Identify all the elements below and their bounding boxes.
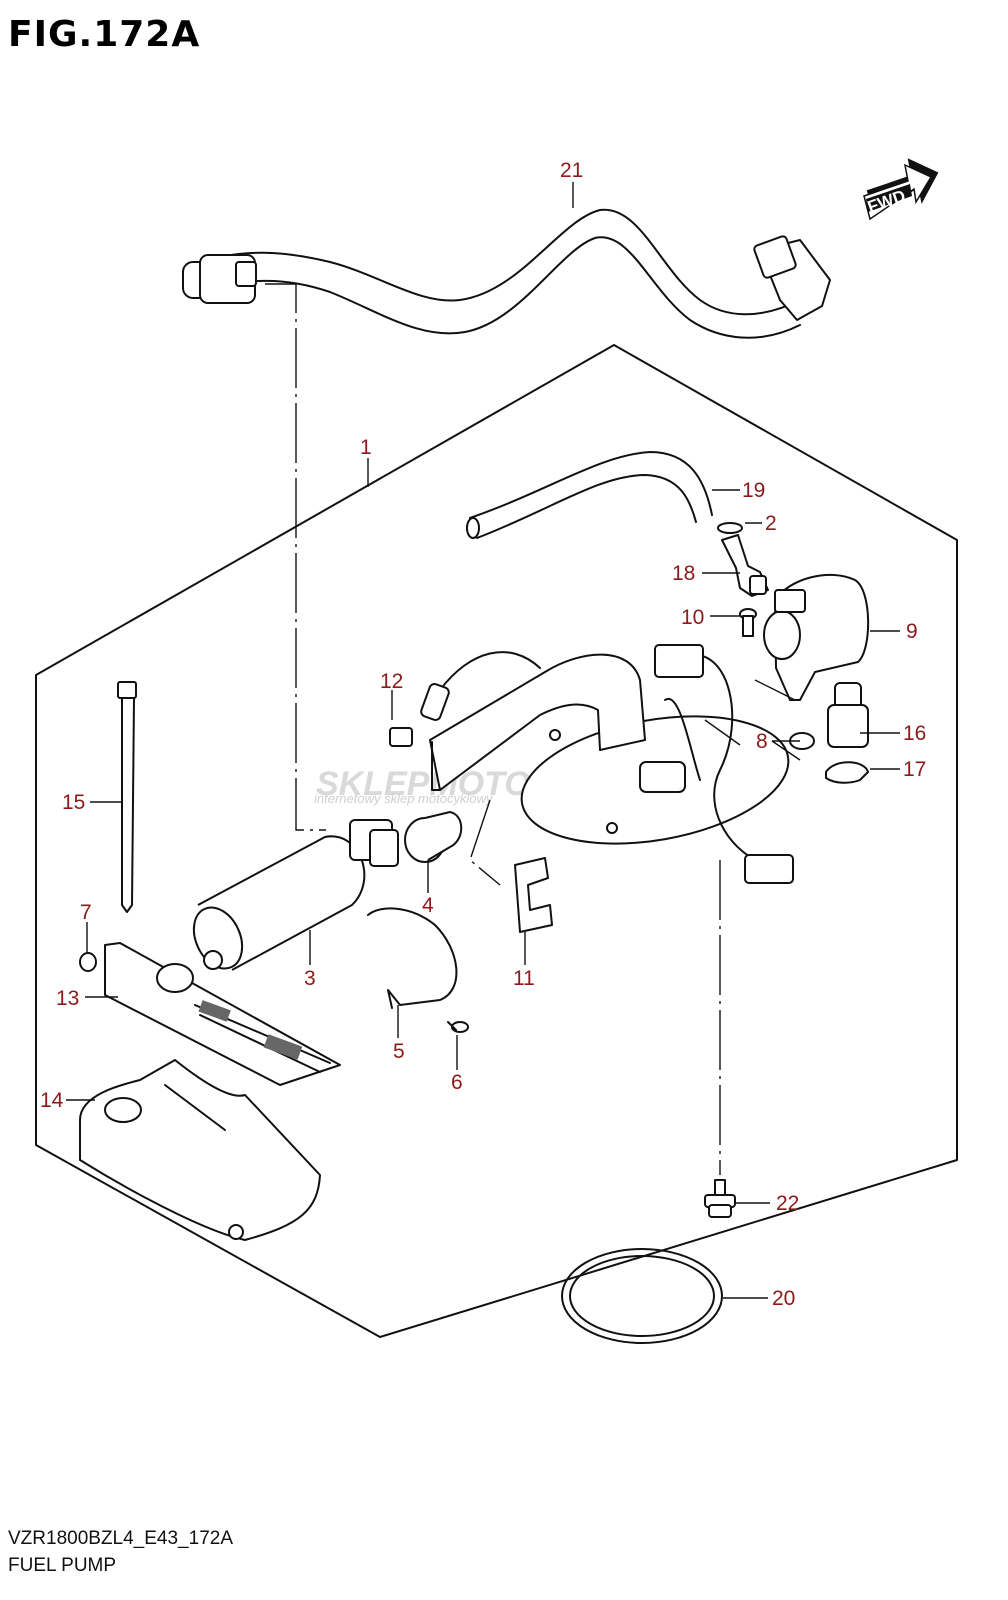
screw-6 <box>447 1021 469 1033</box>
footer-name: FUEL PUMP <box>8 1555 117 1576</box>
pump-bracket-assembly <box>429 644 794 884</box>
callout-5: 5 <box>393 1040 405 1063</box>
pressure-regulator-16 <box>827 682 869 748</box>
callout-11: 11 <box>513 967 535 990</box>
nozzle-18 <box>721 534 769 597</box>
callout-14: 14 <box>40 1089 64 1112</box>
assembly-outline <box>35 344 958 1338</box>
breather-hose-19 <box>466 451 713 539</box>
clip-17 <box>825 761 869 784</box>
callouts: 1 2 3 4 5 6 7 8 9 10 11 12 13 14 15 16 1… <box>40 159 926 1310</box>
watermark-tagline: internetowy sklep motocyklowy <box>314 791 494 806</box>
bolt-10 <box>739 608 757 637</box>
callout-19: 19 <box>742 479 765 502</box>
cable-tie-15 <box>117 681 137 913</box>
fwd-arrow-icon: FWD <box>863 158 939 221</box>
callout-6: 6 <box>451 1071 463 1094</box>
clip-2 <box>717 522 743 534</box>
leader-lines <box>66 182 900 1299</box>
callout-20: 20 <box>772 1287 795 1310</box>
callout-10: 10 <box>681 606 704 629</box>
callout-13: 13 <box>56 987 79 1010</box>
callout-17: 17 <box>903 758 926 781</box>
fuel-hose-21 <box>182 208 831 339</box>
callout-8: 8 <box>756 730 768 753</box>
clamp-11 <box>514 857 553 933</box>
callout-3: 3 <box>304 967 316 990</box>
fuel-filter-13 <box>104 942 341 1086</box>
regulator-housing-9 <box>763 573 870 701</box>
connector-12 <box>389 683 450 747</box>
cushion-4 <box>404 811 463 863</box>
filter-case-14 <box>79 1059 321 1241</box>
callout-15: 15 <box>62 791 85 814</box>
fuel-pump-3 <box>192 819 399 971</box>
figure-title: FIG.172A <box>8 14 201 55</box>
callout-9: 9 <box>906 620 918 643</box>
callout-2: 2 <box>765 512 777 535</box>
callout-16: 16 <box>903 722 926 745</box>
gasket-20 <box>561 1248 723 1344</box>
callout-21: 21 <box>560 159 583 182</box>
callout-18: 18 <box>672 562 695 585</box>
callout-12: 12 <box>380 670 403 693</box>
callout-22: 22 <box>776 1192 799 1215</box>
bolt-22 <box>704 1179 736 1218</box>
footer-code: VZR1800BZL4_E43_172A <box>8 1528 233 1549</box>
callout-4: 4 <box>422 894 434 917</box>
clamp-band-5 <box>367 907 458 1009</box>
reference-lines <box>265 283 796 1175</box>
callout-7: 7 <box>80 901 92 924</box>
callout-1: 1 <box>360 436 372 459</box>
washer-7 <box>79 952 97 972</box>
